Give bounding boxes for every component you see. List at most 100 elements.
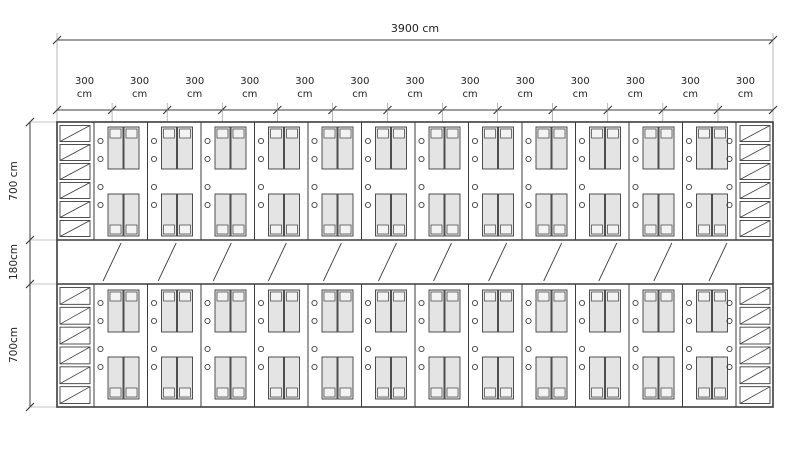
bed [177,193,193,237]
bed [391,193,407,237]
fixture-dot [97,183,104,191]
fixture-dot [257,201,265,209]
fixture-dot [726,299,733,307]
bed [284,289,300,333]
fixture-dot [726,345,733,353]
bed [696,193,712,237]
walls [56,121,774,408]
fixture-dot [150,345,158,353]
bed [337,356,354,400]
bed [177,289,193,333]
fixture-dot [525,183,532,191]
fixture-dot [726,155,733,163]
end-cell [739,182,771,199]
fixture-dot [418,155,425,163]
dimension-label-bay: 300 cm [625,76,645,100]
fixture-dot [311,363,318,371]
fixture-dot [685,155,693,163]
bed [337,126,354,170]
fixture-dot [97,155,104,163]
fixture-dot [418,317,425,325]
fixture-dot [418,363,425,371]
bed [375,193,391,237]
bed [712,289,728,333]
bed [177,126,193,170]
bed [589,289,605,333]
bed [535,126,552,170]
fixture-dot [257,317,265,325]
fixture-dot [311,299,318,307]
dimension-label-bay: 300 cm [74,76,95,100]
fixture-dot [632,363,639,371]
fixture-dot [632,299,639,307]
fixture-dot [97,345,104,353]
fixture-dot [685,137,693,145]
fixture-dot [578,201,586,209]
bed [107,126,124,170]
fixture-dot [578,345,586,353]
bed [642,126,659,170]
bed [284,356,300,400]
bed [230,289,247,333]
fixture-dot [364,317,372,325]
fixture-dot [685,345,693,353]
fixture-dot [525,317,532,325]
fixture-dot [204,183,211,191]
fixture-dot [150,183,158,191]
fixture-dot [525,201,532,209]
bed [428,126,445,170]
bed [428,289,445,333]
end-cell [739,287,771,305]
fixture-dot [578,317,586,325]
fixture-dot [632,317,639,325]
bed [712,126,728,170]
fixture-dot [632,137,639,145]
fixture-dot [97,363,104,371]
bed [444,356,461,400]
dimension-label-bay: 300 cm [405,76,425,100]
fixture-dot [257,363,265,371]
fixture-dot [257,345,265,353]
fixture-dot [150,363,158,371]
bed [551,126,568,170]
end-cell [59,287,91,305]
fixture-dot [578,155,586,163]
bed [428,356,445,400]
bed [268,126,284,170]
fixture-dot [471,137,479,145]
fixture-dot [311,345,318,353]
fixture-dot [311,317,318,325]
end-cell [59,366,91,385]
bed [391,356,407,400]
bed [658,193,675,237]
fixture-dot [257,299,265,307]
bed [482,356,498,400]
bed [214,193,231,237]
bed [658,289,675,333]
bed [161,289,177,333]
end-cell [59,220,91,237]
fixture-dot [726,137,733,145]
bed [535,356,552,400]
fixture-dot [418,299,425,307]
dimension-label-bay: 300 cm [295,76,315,100]
bed [642,356,659,400]
bed [658,356,675,400]
fixture-dot [204,137,211,145]
fixture-dot [578,299,586,307]
bed [391,126,407,170]
fixtures [97,137,733,371]
end-cell [59,201,91,218]
bed [177,356,193,400]
dimension-label-bay: 300 cm [350,76,370,100]
end-cell [59,163,91,180]
fixture-dot [418,137,425,145]
bed [551,193,568,237]
end-cell [59,144,91,161]
fixture-dot [204,155,211,163]
fixture-dot [525,137,532,145]
fixture-dot [632,201,639,209]
bed [498,356,514,400]
fixture-dot [685,299,693,307]
end-cell [739,366,771,385]
